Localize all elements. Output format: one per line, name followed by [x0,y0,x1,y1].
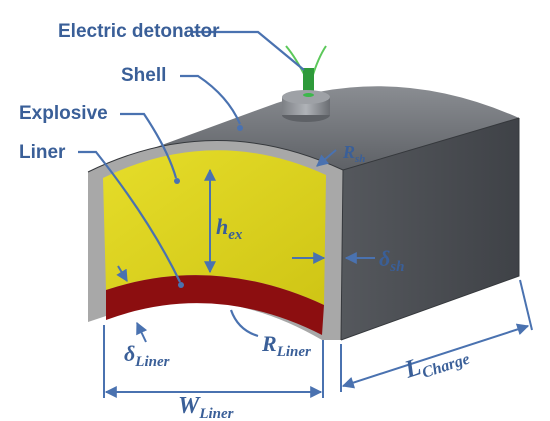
label-electric-detonator: Electric detonator [58,21,220,42]
shell-top-surface [88,86,519,172]
symbol-w-liner: WLiner [178,393,234,421]
liner-leader-dot [178,282,184,288]
shell-side-face [341,118,519,340]
symbol-delta-sh: δsh [379,246,404,275]
shell-leader [180,74,242,125]
delta-liner-arrow-bottom [136,321,148,343]
r-sh-arrow [316,149,337,167]
detonator-icon [282,45,330,122]
liner-fill [106,275,324,335]
explosive-leader [120,112,178,179]
detonator-stem [303,68,314,94]
label-liner: Liner [19,142,66,163]
detonator-cap-top [282,90,330,104]
symbol-h-ex: hex [216,214,243,243]
symbol-r-liner: RLiner [261,331,311,360]
l-charge-dimension [341,323,530,389]
shell-leader-dot [237,125,243,131]
liner-leader [78,150,181,283]
r-liner-leader [229,309,259,338]
label-shell: Shell [121,65,166,86]
delta-liner-arrow-top [116,265,128,283]
detonator-leader [192,30,305,71]
detonator-wire-right [311,45,327,79]
symbol-delta-liner: δLiner [124,341,170,370]
explosive-leader-dot [174,178,180,184]
symbol-r-sh: Rsh [342,142,365,165]
l-charge-ext-right [519,279,533,331]
symbol-l-charge: LCharge [401,338,472,387]
label-explosive: Explosive [19,103,108,124]
detonator-stem-top [303,93,314,97]
